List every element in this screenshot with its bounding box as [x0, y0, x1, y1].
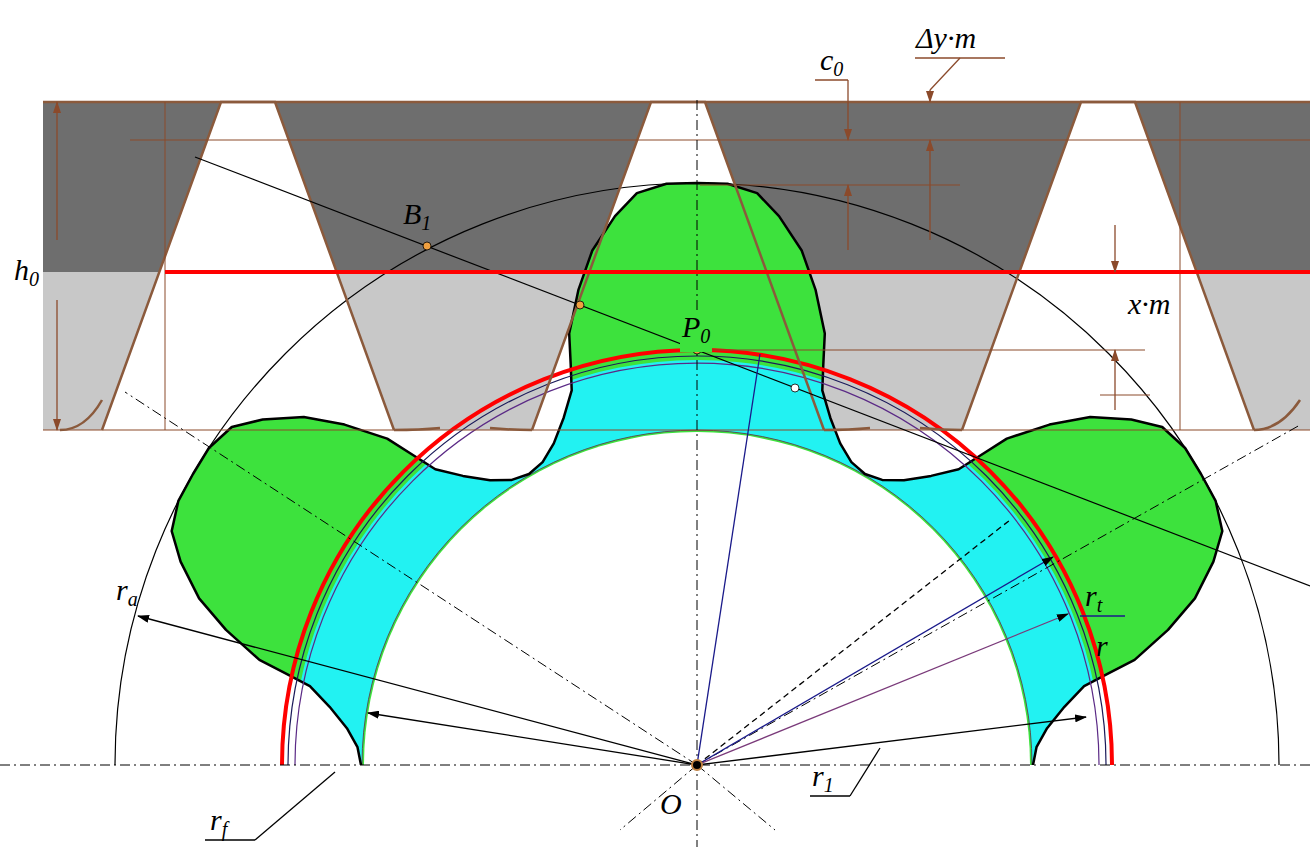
rack-gap — [962, 102, 1254, 430]
dimension-arrow — [1114, 225, 1115, 272]
guide-line — [130, 140, 1310, 141]
rack-fillet — [490, 428, 532, 430]
point — [791, 384, 799, 392]
action-line — [195, 157, 1310, 586]
axes — [0, 100, 1310, 847]
line-of-action — [195, 157, 1310, 586]
center-point — [692, 760, 702, 770]
dimensions — [57, 58, 1125, 840]
guide-line — [165, 102, 166, 430]
dimension-arrow — [847, 185, 848, 250]
guide-line — [700, 185, 960, 186]
rolling-radius — [697, 557, 1053, 765]
dimension-label: rt — [1085, 580, 1102, 621]
rack-flank — [102, 102, 394, 430]
dimension-label: rf — [210, 804, 227, 845]
rack-fillet — [1254, 400, 1300, 430]
rack-fillet — [920, 428, 962, 430]
dimension-label: c0 — [820, 44, 843, 85]
dimension-line — [56, 110, 57, 240]
dimension-label: P0 — [680, 311, 712, 352]
rack-tip-line — [43, 429, 1310, 430]
rack-flank — [532, 102, 824, 430]
guide-lines — [130, 102, 1310, 430]
leader — [255, 772, 335, 840]
rack-fillet — [60, 400, 102, 430]
guide-line — [697, 350, 1145, 351]
dimension-arrow — [56, 102, 57, 110]
dimension-label: r — [1096, 630, 1108, 662]
axis-line — [697, 765, 775, 830]
addendum-radius — [138, 616, 697, 765]
point — [576, 301, 584, 309]
axis-line — [697, 100, 698, 847]
dimension-arrow — [929, 90, 930, 102]
leader — [930, 58, 960, 90]
radius — [697, 717, 1086, 765]
dimension-label: B1 — [403, 198, 431, 239]
dimension-label: r1 — [812, 760, 834, 801]
rack-pitch-line — [165, 270, 1310, 274]
dimension-arrow — [847, 80, 848, 140]
dimension-label: h0 — [14, 254, 39, 295]
dimension-label: Δy·m — [916, 22, 976, 54]
guide-line — [1180, 102, 1181, 430]
radius — [697, 354, 760, 765]
guide-line — [1100, 395, 1150, 396]
dimension-label: ra — [116, 574, 138, 615]
leader — [205, 839, 255, 840]
rack-fillet — [824, 428, 870, 430]
rack-flank — [962, 102, 1254, 430]
axis-line — [125, 392, 697, 765]
rack-gap — [102, 102, 394, 430]
dimension-label: x·m — [1128, 288, 1170, 320]
rack-fillet — [394, 428, 440, 430]
axis-line — [620, 765, 697, 830]
radii — [138, 354, 1086, 765]
radius — [697, 520, 1010, 765]
leader — [1080, 615, 1125, 616]
dimension-arrow — [56, 300, 57, 430]
axis-line — [0, 765, 1310, 766]
leader — [850, 748, 880, 796]
dimension-arrow — [929, 140, 930, 240]
dimension-arrow — [1114, 350, 1115, 410]
point — [423, 242, 431, 250]
dimension-label: O — [660, 788, 682, 820]
rack-outline — [43, 102, 1310, 430]
axis-line — [697, 425, 1300, 765]
